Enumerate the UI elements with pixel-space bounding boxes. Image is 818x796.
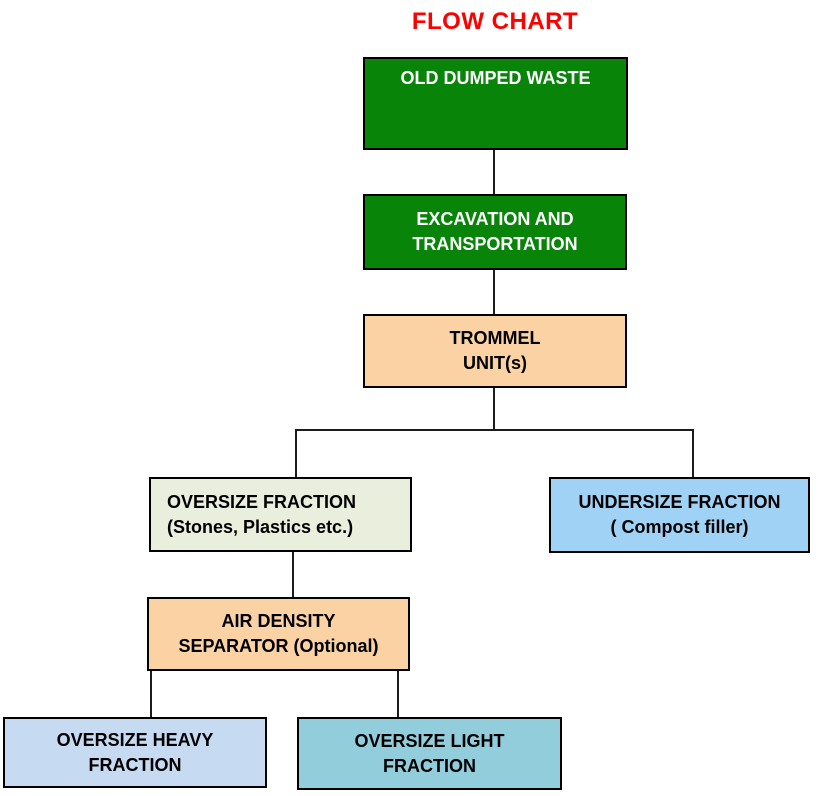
node-undersize-fraction: UNDERSIZE FRACTION ( Compost filler)	[549, 477, 810, 553]
node-oversize-heavy-fraction-label: OVERSIZE HEAVY FRACTION	[56, 729, 214, 775]
edge-old-dumped-waste-to-excavation	[493, 150, 495, 194]
edge-oversize-fraction-to-air-separator	[292, 552, 294, 597]
node-oversize-fraction-label: OVERSIZE FRACTION (Stones, Plastics etc.…	[167, 491, 357, 537]
node-excavation-label: EXCAVATION AND TRANSPORTATION	[412, 209, 578, 254]
node-excavation-and-transportation: EXCAVATION AND TRANSPORTATION	[363, 194, 627, 270]
node-oversize-light-fraction-label: OVERSIZE LIGHT FRACTION	[354, 730, 505, 776]
edge-air-separator-to-oversize-light	[397, 671, 399, 717]
node-trommel-label: TROMMEL UNIT(s)	[449, 328, 541, 373]
edge-branch-to-oversize-fraction	[295, 429, 297, 477]
page-title: FLOW CHART	[411, 8, 579, 35]
edge-air-separator-to-oversize-heavy	[150, 671, 152, 717]
node-old-dumped-waste: OLD DUMPED WASTE	[363, 57, 628, 150]
node-oversize-light-fraction: OVERSIZE LIGHT FRACTION	[297, 717, 562, 790]
node-trommel-unit: TROMMEL UNIT(s)	[363, 314, 627, 388]
node-oversize-fraction: OVERSIZE FRACTION (Stones, Plastics etc.…	[149, 477, 412, 552]
node-air-density-separator-label: AIR DENSITY SEPARATOR (Optional)	[178, 611, 379, 656]
edge-branch-to-undersize-fraction	[692, 429, 694, 477]
node-oversize-heavy-fraction: OVERSIZE HEAVY FRACTION	[3, 717, 267, 788]
edge-trommel-branch-stem	[493, 388, 495, 431]
edge-excavation-to-trommel	[493, 270, 495, 314]
node-old-dumped-waste-label: OLD DUMPED WASTE	[400, 68, 591, 88]
node-undersize-fraction-label: UNDERSIZE FRACTION ( Compost filler)	[578, 492, 781, 537]
edge-trommel-branch-crossbar	[295, 429, 694, 431]
node-air-density-separator: AIR DENSITY SEPARATOR (Optional)	[147, 597, 410, 671]
